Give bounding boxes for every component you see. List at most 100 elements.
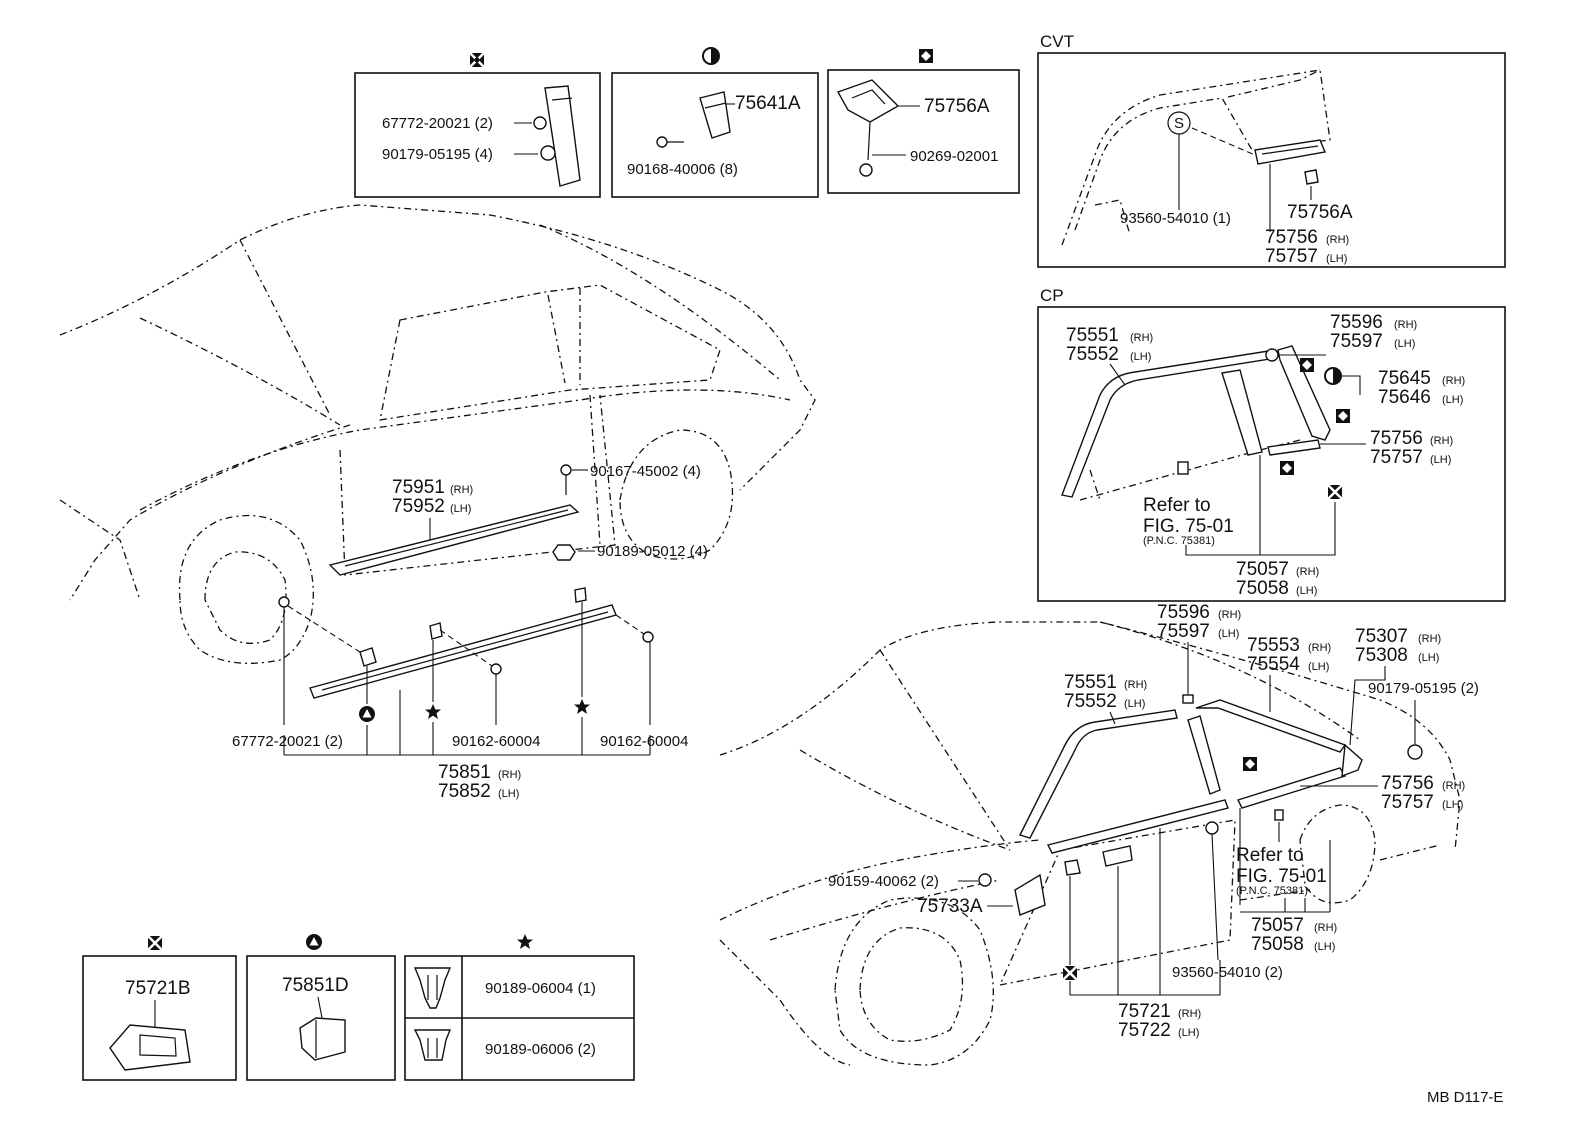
inset-box-x: 67772-20021 (2) 90179-05195 (4) — [354, 52, 601, 198]
svg-text:(LH): (LH) — [1314, 941, 1335, 953]
part-label: 75057 — [1236, 559, 1289, 580]
svg-text:(RH): (RH) — [1178, 1008, 1201, 1020]
part-label: 90189-05012 (4) — [597, 543, 708, 560]
part-label: 75553 — [1247, 635, 1300, 656]
svg-text:(RH): (RH) — [1308, 642, 1331, 654]
clip-part — [836, 79, 900, 177]
clip-part — [656, 91, 731, 148]
star-icon — [425, 704, 441, 719]
clip-part — [299, 1017, 346, 1061]
part-label: 75733A — [917, 896, 983, 917]
part-label: 75308 — [1355, 645, 1408, 666]
square-diamond-icon — [1336, 409, 1350, 423]
svg-text:(RH): (RH) — [1124, 679, 1147, 691]
refer-text: Refer to — [1236, 845, 1304, 866]
side-moulding-lower — [278, 587, 654, 699]
document-code: MB D117-E — [1427, 1089, 1503, 1106]
svg-text:(RH): (RH) — [450, 484, 473, 496]
part-label: 75756A — [1287, 202, 1353, 223]
part-label: 75646 — [1378, 387, 1431, 408]
part-label: 90179-05195 (4) — [382, 146, 493, 163]
svg-text:(LH): (LH) — [1326, 253, 1347, 265]
part-label: 75721 — [1118, 1001, 1171, 1022]
section-title-cvt: CVT — [1040, 32, 1074, 51]
legend-box-x: 75721B — [82, 935, 237, 1081]
right-car-drawing — [719, 621, 1461, 1066]
part-label: 75551 — [1066, 325, 1119, 346]
triangle-circle-icon — [359, 706, 375, 722]
part-label: 67772-20021 (2) — [232, 733, 343, 750]
star-icon — [517, 934, 533, 949]
part-label: 75597 — [1330, 331, 1383, 352]
part-label: 75596 — [1330, 312, 1383, 333]
svg-text:(LH): (LH) — [1130, 351, 1151, 363]
part-label: 75058 — [1251, 934, 1304, 955]
part-label: 90189-06004 (1) — [485, 980, 596, 997]
inset-box-square-diamond: 75756A 90269-02001 — [827, 49, 1020, 194]
part-label: 75952 — [392, 496, 445, 517]
part-label: 75756 — [1265, 227, 1318, 248]
part-label: 75058 — [1236, 578, 1289, 599]
svg-text:(LH): (LH) — [498, 788, 519, 800]
part-label: 90168-40006 (8) — [627, 161, 738, 178]
svg-text:(LH): (LH) — [1442, 394, 1463, 406]
svg-text:S: S — [1174, 115, 1184, 132]
part-label: 90162-60004 — [452, 733, 540, 750]
part-label: 90189-06006 (2) — [485, 1041, 596, 1058]
svg-text:(RH): (RH) — [498, 769, 521, 781]
part-label: 75756 — [1370, 428, 1423, 449]
svg-text:(RH): (RH) — [1394, 319, 1417, 331]
square-diamond-icon — [1280, 461, 1294, 475]
cp-mouldings — [1061, 345, 1331, 498]
svg-text:(RH): (RH) — [1430, 435, 1453, 447]
section-title-cp: CP — [1040, 286, 1064, 305]
svg-text:(LH): (LH) — [1296, 585, 1317, 597]
part-label: 75645 — [1378, 368, 1431, 389]
part-label: 75551 — [1064, 672, 1117, 693]
svg-text:(LH): (LH) — [1442, 799, 1463, 811]
svg-text:(LH): (LH) — [1308, 661, 1329, 673]
right-mouldings — [978, 694, 1423, 916]
half-circle-icon — [1324, 367, 1342, 385]
part-label: 75756A — [924, 96, 990, 117]
svg-text:(RH): (RH) — [1442, 780, 1465, 792]
part-label: 75057 — [1251, 915, 1304, 936]
part-label: 67772-20021 (2) — [382, 115, 493, 132]
legend-box-star: 90189-06004 (1) 90189-06006 (2) — [404, 934, 635, 1081]
screw — [560, 464, 572, 495]
part-label: 75554 — [1247, 654, 1300, 675]
svg-text:(LH): (LH) — [1124, 698, 1145, 710]
svg-text:(RH): (RH) — [1326, 234, 1349, 246]
clip-part — [533, 85, 581, 187]
legend-box-triangle: 75851D — [246, 934, 396, 1081]
part-label: 90162-60004 — [600, 733, 688, 750]
clip-x-icon — [1062, 965, 1078, 981]
star-icon — [574, 699, 590, 714]
cvt-moulding — [1254, 139, 1326, 185]
part-label: 75722 — [1118, 1020, 1171, 1041]
s-marker: S — [1167, 111, 1191, 135]
refer-text: FIG. 75-01 — [1143, 516, 1234, 537]
svg-text:(LH): (LH) — [1218, 628, 1239, 640]
part-label: 75307 — [1355, 626, 1408, 647]
svg-text:(LH): (LH) — [450, 503, 471, 515]
square-diamond-icon — [919, 49, 933, 63]
nut — [552, 544, 576, 561]
svg-text:(RH): (RH) — [1314, 922, 1337, 934]
part-label: 90167-45002 (4) — [590, 463, 701, 480]
part-label: 90269-02001 — [910, 148, 998, 165]
square-diamond-icon — [1300, 358, 1314, 372]
svg-text:(RH): (RH) — [1130, 332, 1153, 344]
clip-x-icon — [469, 52, 485, 68]
svg-text:(LH): (LH) — [1394, 338, 1415, 350]
part-label: 75757 — [1381, 792, 1434, 813]
part-label: 75597 — [1157, 621, 1210, 642]
refer-text: Refer to — [1143, 495, 1211, 516]
part-label: 75851 — [438, 762, 491, 783]
cp-section: CP 75551 (RH) 75552 (LH) 75596 (RH) 7559… — [1037, 286, 1506, 602]
part-label: 93560-54010 (2) — [1172, 964, 1283, 981]
refer-text: FIG. 75-01 — [1236, 866, 1327, 887]
clip-x-icon — [147, 935, 163, 951]
half-circle-icon — [702, 47, 720, 65]
